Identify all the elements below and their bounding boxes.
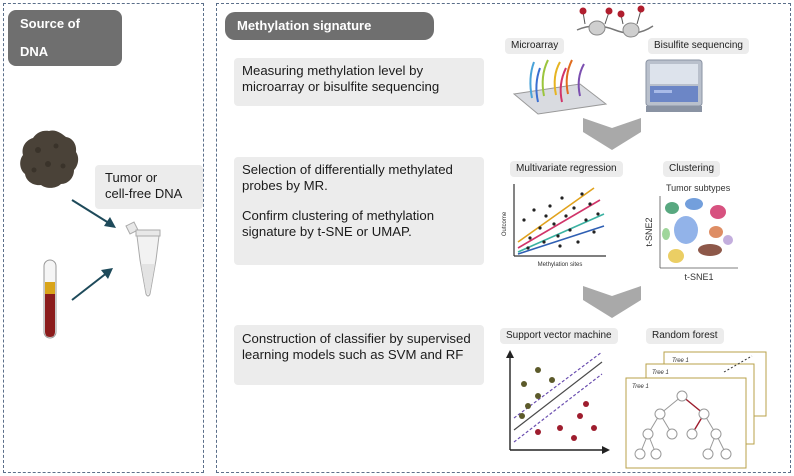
tsne-ylabel: t-SNE2 (644, 217, 654, 246)
microtube-icon (125, 221, 161, 297)
step1-text-box: Measuring methylation level by microarra… (234, 58, 484, 106)
bisulfite-label: Bisulfite sequencing (648, 38, 749, 54)
tree-label-back: Tree 1 (672, 358, 689, 364)
step2-text-box: Selection of differentially methylated p… (234, 157, 484, 265)
regression-ylabel: Outcome (502, 211, 508, 236)
sequencer-icon (645, 59, 703, 112)
tsne-xlabel: t-SNE1 (684, 272, 713, 282)
step2-text-1: Selection of differentially methylated p… (242, 162, 453, 193)
step2-text-2: Confirm clustering of methylation signat… (242, 208, 435, 239)
classifier-panel (216, 3, 791, 473)
source-title: Source of DNA (8, 10, 122, 66)
mr-label: Multivariate regression (510, 161, 623, 177)
svm-label: Support vector machine (500, 328, 618, 344)
svm-plot (506, 350, 610, 454)
tumor-box-line1: Tumor or (105, 170, 158, 185)
source-panel (3, 3, 204, 473)
classifier-title: Methylation signature classifier (225, 12, 434, 61)
nucleosome-icon (576, 5, 654, 38)
tree-label-mid: Tree 1 (652, 370, 669, 376)
tumor-box-line2: cell-free DNA (105, 186, 183, 201)
tsne-cluster-plot: t-SNE2 t-SNE1 (644, 196, 738, 282)
tumor-tissue-icon (20, 130, 79, 188)
rf-label: Random forest (646, 328, 724, 344)
step3-text-box: Construction of classifier by supervised… (234, 325, 484, 385)
chevron-down-icon-1 (583, 118, 641, 150)
tree-label-front: Tree 1 (632, 384, 649, 390)
clustering-label: Clustering (663, 161, 721, 177)
blood-tube-icon (43, 259, 57, 339)
regression-xlabel: Methylation sites (538, 262, 583, 268)
tumor-dna-box: Tumor or cell-free DNA (95, 165, 203, 209)
random-forest-diagram: Tree 1 Tree 1 Tree 1 (625, 351, 767, 469)
regression-plot: Outcome Methylation sites (502, 184, 606, 268)
microarray-chip-icon (512, 59, 608, 115)
chevron-down-icon-2 (583, 286, 641, 318)
tumor-subtypes-label: Tumor subtypes (666, 183, 731, 193)
microarray-label: Microarray (505, 38, 565, 54)
